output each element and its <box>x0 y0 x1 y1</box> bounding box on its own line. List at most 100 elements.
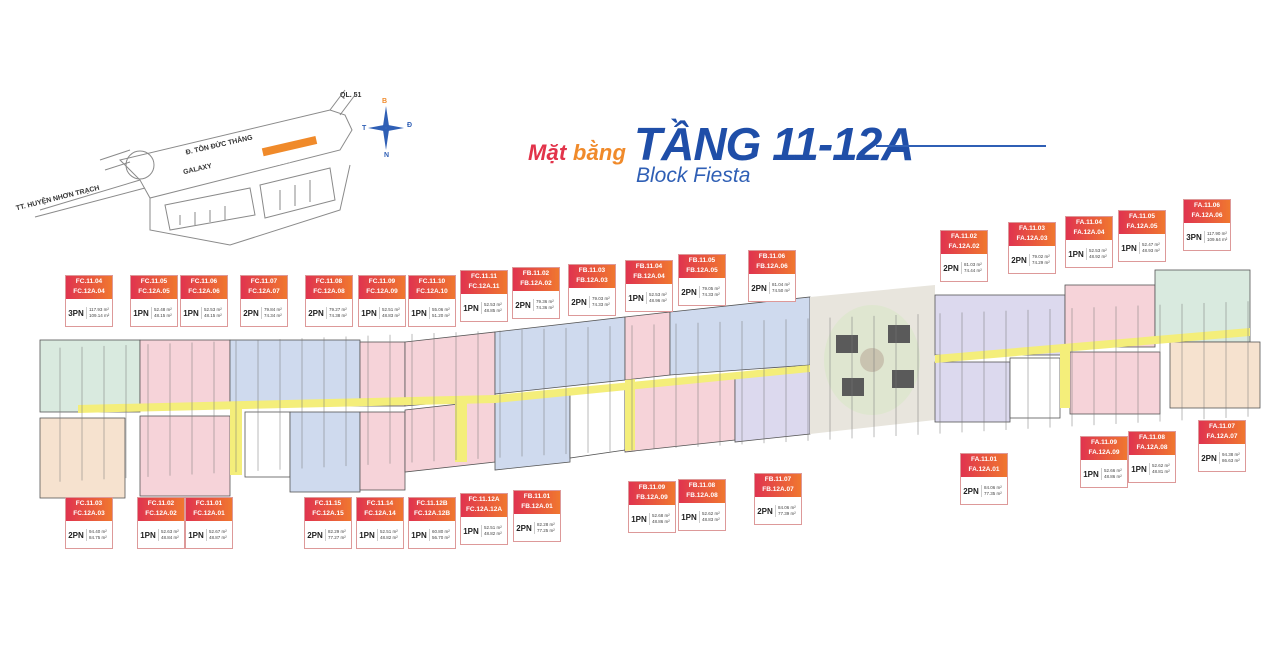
block-b <box>494 296 811 471</box>
core-b <box>569 385 626 459</box>
unit-area-gross: 79.36 m² <box>536 299 554 304</box>
unit-fc-04 <box>39 339 141 413</box>
unit-area-gross: 94.38 m² <box>1222 452 1240 457</box>
unit-code-floor11: FC.11.08 <box>315 278 343 285</box>
unit-area-gross: 52.48 m² <box>154 307 172 312</box>
compass-south-label: N <box>384 152 390 159</box>
unit-area-gross: 52.53 m² <box>1089 248 1107 253</box>
unit-area-net: 48.15 m² <box>154 313 172 318</box>
unit-code-floor11: FC.11.07 <box>250 278 278 285</box>
unit-type: 2PN <box>681 287 697 297</box>
unit-code-floor12a: FC.12A.04 <box>73 288 105 295</box>
unit-fa-02-03 <box>934 294 1066 356</box>
unit-type: 2PN <box>1011 255 1027 265</box>
unit-fb-01 <box>494 391 571 471</box>
core-c1 <box>244 411 291 478</box>
unit-code-floor11: FB.11.01 <box>523 493 551 500</box>
unit-type: 2PN <box>308 308 324 318</box>
unit-code-floor12a: FB.12A.01 <box>521 503 553 510</box>
unit-type: 1PN <box>681 512 697 522</box>
unit-code-floor12a: FC.12A.15 <box>312 510 344 517</box>
unit-type: 2PN <box>515 300 531 310</box>
unit-area-gross: 52.53 m² <box>204 307 222 312</box>
unit-code-floor12a: FC.12A.02 <box>145 510 177 517</box>
compass-north-label: B <box>382 98 388 105</box>
unit-area-gross: 94.40 m² <box>89 529 107 534</box>
unit-code-floor11: FC.11.02 <box>147 500 175 507</box>
garden <box>810 285 935 434</box>
unit-area-net: 77.39 m² <box>778 511 796 516</box>
unit-code-floor11: FA.11.06 <box>1193 202 1221 209</box>
unit-code-floor12a: FA.12A.08 <box>1136 444 1168 451</box>
unit-area-net: 109.14 m² <box>89 313 110 318</box>
unit-code-floor11: FB.11.04 <box>635 263 663 270</box>
unit-area-net: 77.27 m² <box>328 535 346 540</box>
unit-code-floor12a: FC.12A.08 <box>313 288 345 295</box>
unit-code-floor11: FC.11.01 <box>195 500 223 507</box>
unit-area-net: 74.38 m² <box>329 313 347 318</box>
unit-area-net: 48.83 m² <box>382 313 400 318</box>
unit-area-gross: 52.62 m² <box>1152 463 1170 468</box>
unit-code-floor11: FB.11.09 <box>638 484 666 491</box>
unit-area-net: 74.33 m² <box>592 302 610 307</box>
unit-code-floor11: FC.11.12B <box>416 500 448 507</box>
unit-type: 2PN <box>516 523 532 533</box>
page-subtitle: Block Fiesta <box>636 164 751 187</box>
unit-code-floor11: FB.11.08 <box>688 482 716 489</box>
unit-code-floor11: FA.11.09 <box>1090 439 1118 446</box>
unit-type: 1PN <box>133 308 149 318</box>
unit-area-net: 48.85 m² <box>484 308 502 313</box>
compass-east-label: Đ <box>407 122 413 129</box>
unit-area-gross: 52.66 m² <box>1104 468 1122 473</box>
unit-area-net: 48.92 m² <box>1089 254 1107 259</box>
unit-code-floor12a: FC.12A.06 <box>188 288 220 295</box>
unit-area-gross: 52.51 m² <box>380 529 398 534</box>
unit-code-floor12a: FB.12A.09 <box>636 494 668 501</box>
unit-type: 1PN <box>1121 243 1137 253</box>
unit-fc-15 <box>289 411 361 493</box>
unit-code-floor11: FC.11.05 <box>140 278 168 285</box>
unit-area-gross: 117.93 m² <box>89 307 109 312</box>
unit-code-floor12a: FC.12A.01 <box>193 510 225 517</box>
unit-area-net: 48.96 m² <box>649 298 667 303</box>
unit-area-net: 48.15 m² <box>204 313 222 318</box>
unit-code-floor11: FB.11.02 <box>522 270 550 277</box>
unit-area-gross: 79.05 m² <box>702 286 720 291</box>
